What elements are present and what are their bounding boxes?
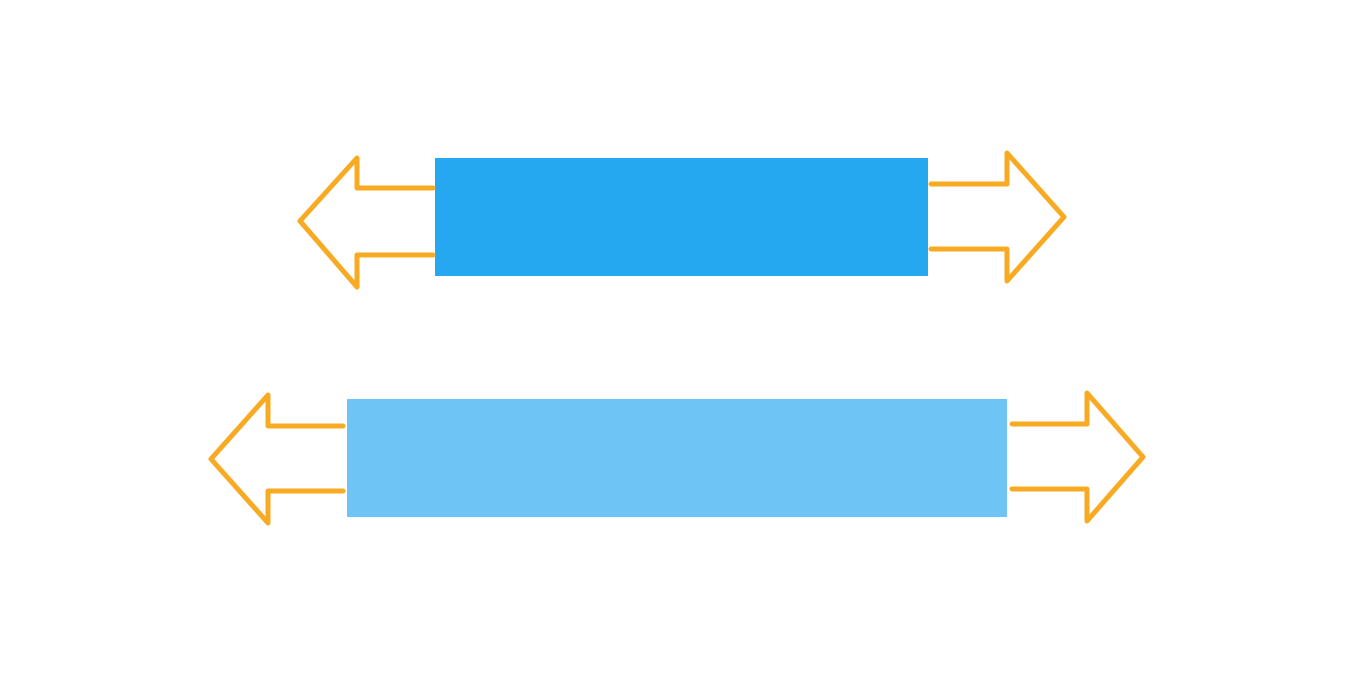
bottom-row — [208, 390, 1146, 526]
bottom-left-arrow-icon — [208, 392, 346, 526]
bottom-right-arrow-icon — [1009, 390, 1146, 524]
top-left-arrow-icon — [297, 155, 436, 290]
top-row — [297, 150, 1067, 290]
top-bar — [435, 158, 928, 276]
top-right-arrow-icon — [928, 150, 1067, 284]
bottom-bar — [347, 399, 1007, 517]
